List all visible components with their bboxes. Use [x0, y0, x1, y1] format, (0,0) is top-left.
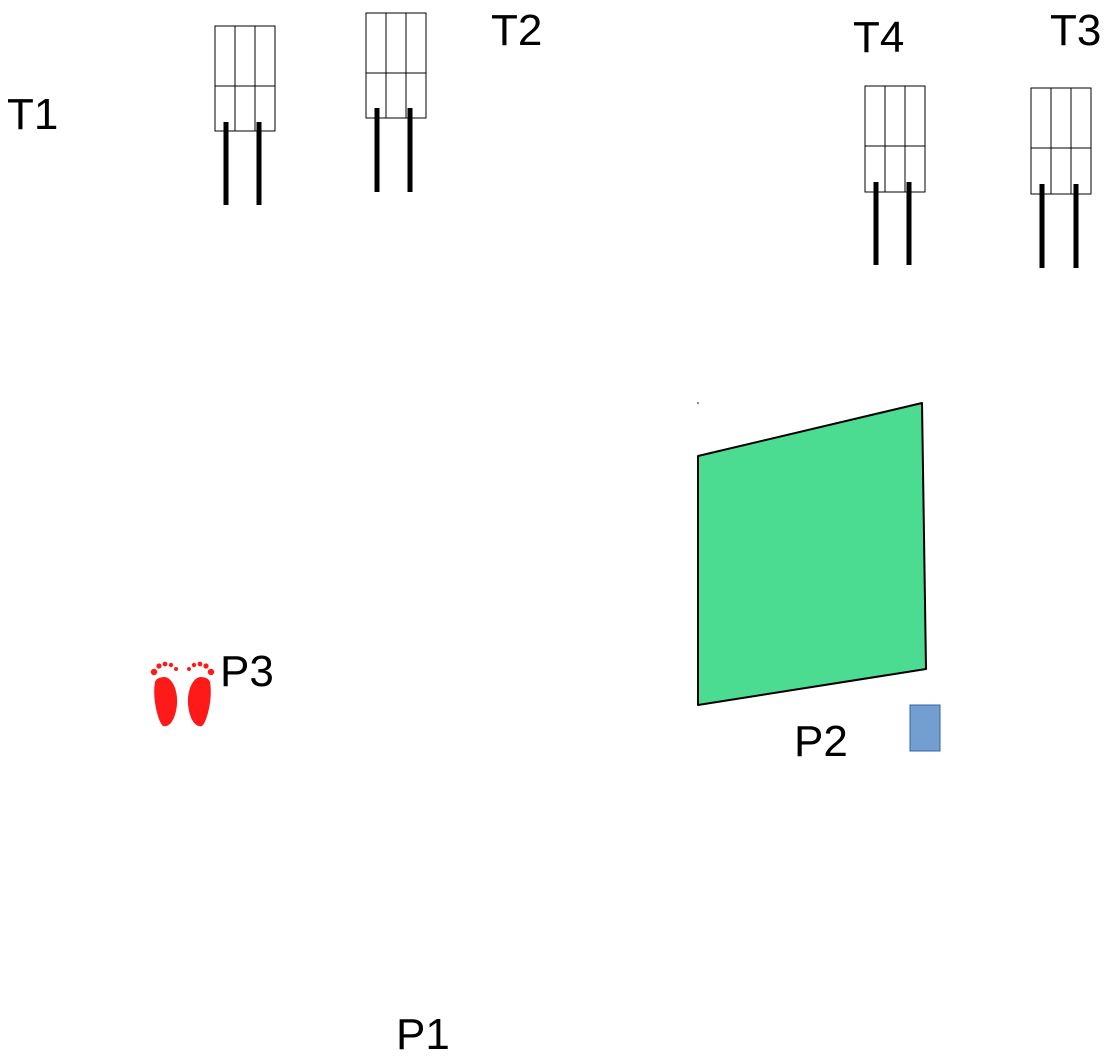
blue-marker	[909, 704, 941, 752]
tower-t2	[365, 12, 427, 192]
green-panel	[697, 402, 927, 706]
label-t2: T2	[491, 6, 543, 55]
tower-t4	[864, 85, 926, 265]
label-t3: T3	[1050, 6, 1102, 55]
footprints-icon	[150, 661, 215, 727]
tower-t1	[214, 25, 276, 205]
tower-t3	[1030, 87, 1092, 268]
stray-dot	[697, 402, 699, 404]
label-p1: P1	[396, 1010, 450, 1059]
label-p2: P2	[794, 717, 848, 766]
label-t4: T4	[853, 13, 905, 62]
label-t1: T1	[7, 90, 59, 139]
label-p3: P3	[220, 647, 274, 696]
